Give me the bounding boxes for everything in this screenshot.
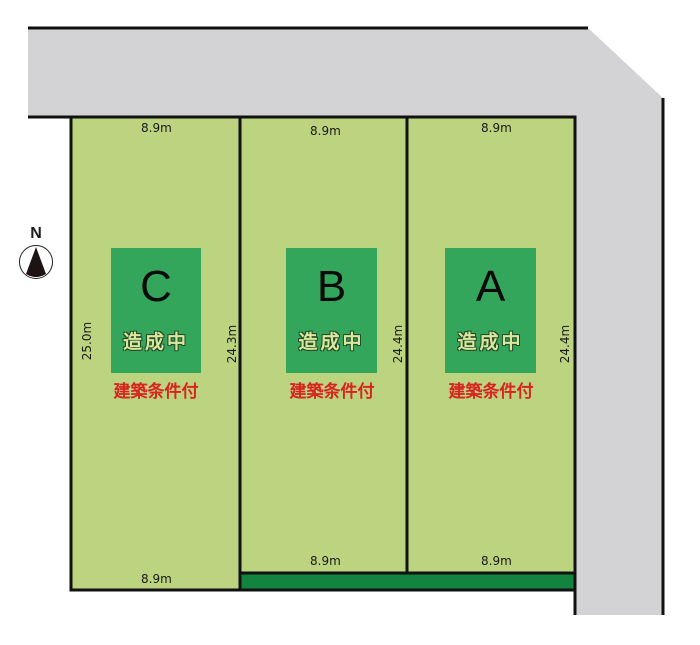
lot-a-condition: 建築条件付: [448, 382, 534, 402]
lot-b-status: 造成中: [298, 331, 365, 353]
lot-a-letter: A: [475, 262, 506, 311]
lot-a-right-depth: 24.4m: [558, 324, 572, 364]
lot-c-left-depth: 25.0m: [80, 321, 94, 361]
lot-b-top-width: 8.9m: [310, 124, 341, 138]
lot-b-condition: 建築条件付: [289, 382, 375, 402]
lot-b-bottom-width: 8.9m: [310, 554, 341, 568]
north-compass: N: [18, 226, 54, 280]
lot-b-label-box[interactable]: B 造成中: [286, 248, 377, 373]
lot-c-label-box[interactable]: C 造成中: [111, 248, 201, 373]
lot-a-bottom-width: 8.9m: [481, 554, 512, 568]
lot-c-condition: 建築条件付: [113, 382, 199, 402]
lot-a-label-box[interactable]: A 造成中: [445, 248, 536, 373]
road: [28, 28, 663, 615]
lot-a-top-width: 8.9m: [481, 121, 512, 135]
green-strip: [240, 573, 574, 590]
north-label: N: [30, 225, 42, 242]
lot-b-letter: B: [316, 262, 347, 311]
lot-b-right-depth: 24.4m: [391, 324, 405, 364]
lot-c-top-width: 8.9m: [141, 121, 172, 135]
lot-a-status: 造成中: [457, 331, 524, 353]
north-arrow-icon: [19, 245, 53, 279]
lot-c-right-depth: 24.3m: [225, 324, 239, 364]
lot-c-status: 造成中: [122, 331, 189, 353]
lot-c-letter: C: [140, 262, 172, 311]
lot-c-bottom-width: 8.9m: [141, 572, 172, 586]
